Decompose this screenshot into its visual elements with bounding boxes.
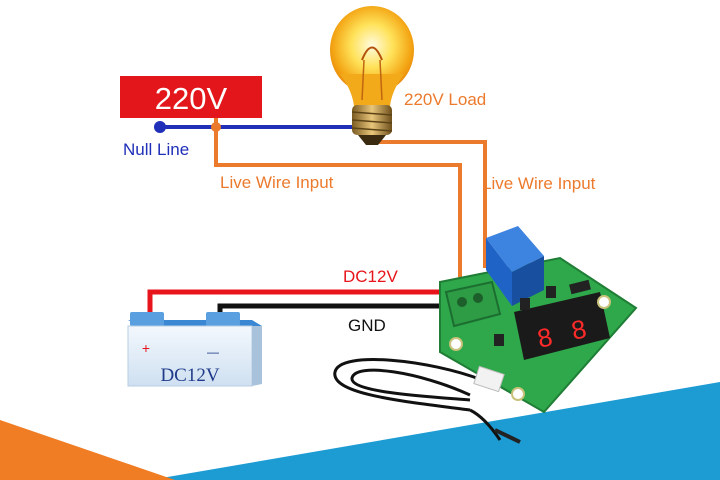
load-label: 220V Load — [404, 90, 486, 109]
mount-hole-1 — [597, 295, 611, 309]
battery-label: DC12V — [160, 365, 219, 386]
light-bulb-icon — [330, 6, 414, 145]
thermostat-module: 8 8 — [439, 226, 638, 414]
footer-orange-band — [0, 420, 175, 480]
battery-minus-sign: — — [207, 345, 219, 359]
battery-plus-sign: + — [142, 340, 150, 356]
module-button-1 — [520, 298, 530, 310]
null-line-label: Null Line — [123, 140, 189, 159]
ground-label: GND — [348, 316, 386, 335]
mount-hole-3 — [511, 387, 525, 401]
relay-component — [486, 226, 544, 306]
module-chip — [569, 279, 591, 295]
module-button-2 — [546, 286, 556, 298]
null-line-terminal — [154, 121, 166, 133]
dc-supply-label: DC12V — [343, 267, 398, 286]
live-wire-right — [372, 140, 487, 268]
dc-supply-wire — [147, 289, 470, 312]
display-digit-left: 8 — [535, 321, 555, 353]
live-wire-left-label: Live Wire Input — [220, 173, 334, 192]
display-digit-right: 8 — [569, 313, 589, 345]
sensor-cable — [333, 358, 521, 444]
footer-blue-band — [150, 382, 720, 480]
led-display: 8 8 — [514, 292, 610, 360]
live-wire-right-label: Live Wire Input — [482, 174, 596, 193]
sensor-connector — [473, 365, 505, 393]
ground-wire — [217, 303, 472, 312]
module-button-3 — [494, 334, 504, 346]
battery-icon — [127, 312, 262, 387]
voltage-box-label: 220V — [155, 81, 228, 116]
mount-hole-2 — [449, 337, 463, 351]
voltage-box — [120, 76, 262, 118]
live-wire-left — [214, 118, 462, 285]
